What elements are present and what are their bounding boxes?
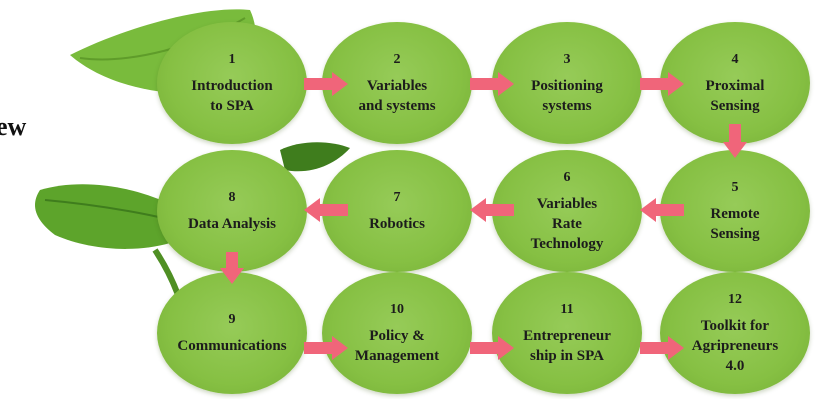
node-number: 7 (393, 190, 401, 205)
arrow-right-2-3 (470, 72, 514, 96)
node-number: 9 (228, 312, 236, 327)
node-label: Variables and systems (358, 78, 436, 114)
node-label: Data Analysis (188, 216, 276, 232)
arrow-down-4-5 (723, 124, 747, 158)
node-8: 8 Data Analysis (157, 150, 307, 272)
arrow-right-10-11 (470, 336, 514, 360)
node-6: 6 Variables Rate Technology (492, 150, 642, 272)
node-3: 3 Positioning systems (492, 22, 642, 144)
node-label: Variables Rate Technology (530, 196, 604, 252)
node-number: 2 (393, 52, 401, 67)
node-label: Positioning systems (531, 78, 603, 114)
node-number: 6 (563, 170, 571, 185)
arrow-right-11-12 (640, 336, 684, 360)
node-label: Communications (177, 338, 287, 354)
node-9: 9 Communications (157, 272, 307, 394)
node-label: Entrepreneur ship in SPA (523, 328, 611, 364)
arrow-down-8-9 (220, 252, 244, 284)
leaf-center (280, 142, 350, 172)
node-11: 11 Entrepreneur ship in SPA (492, 272, 642, 394)
heading-fragment: ew (0, 112, 27, 141)
node-label: Remote Sensing (710, 206, 760, 242)
node-5: 5 Remote Sensing (660, 150, 810, 272)
node-10: 10 Policy & Management (322, 272, 472, 394)
node-label: Proximal Sensing (705, 78, 765, 114)
node-label: Toolkit for Agripreneurs 4.0 (691, 318, 779, 374)
node-label: Introduction to SPA (191, 78, 273, 114)
arrow-right-3-4 (640, 72, 684, 96)
arrow-left-7-8 (304, 198, 348, 222)
node-number: 10 (390, 302, 404, 317)
node-number: 3 (563, 52, 571, 67)
arrow-right-9-10 (304, 336, 348, 360)
node-number: 11 (560, 302, 574, 317)
arrow-right-1-2 (304, 72, 348, 96)
node-label: Policy & Management (354, 328, 440, 364)
node-number: 5 (731, 180, 739, 195)
node-number: 8 (228, 190, 236, 205)
node-number: 4 (731, 52, 739, 67)
arrow-left-5-6 (640, 198, 684, 222)
node-number: 1 (228, 52, 236, 67)
node-1: 1 Introduction to SPA (157, 22, 307, 144)
node-number: 12 (728, 292, 742, 307)
arrow-left-6-7 (470, 198, 514, 222)
node-12: 12 Toolkit for Agripreneurs 4.0 (660, 272, 810, 394)
node-label: Robotics (369, 216, 425, 232)
node-4: 4 Proximal Sensing (660, 22, 810, 144)
node-2: 2 Variables and systems (322, 22, 472, 144)
